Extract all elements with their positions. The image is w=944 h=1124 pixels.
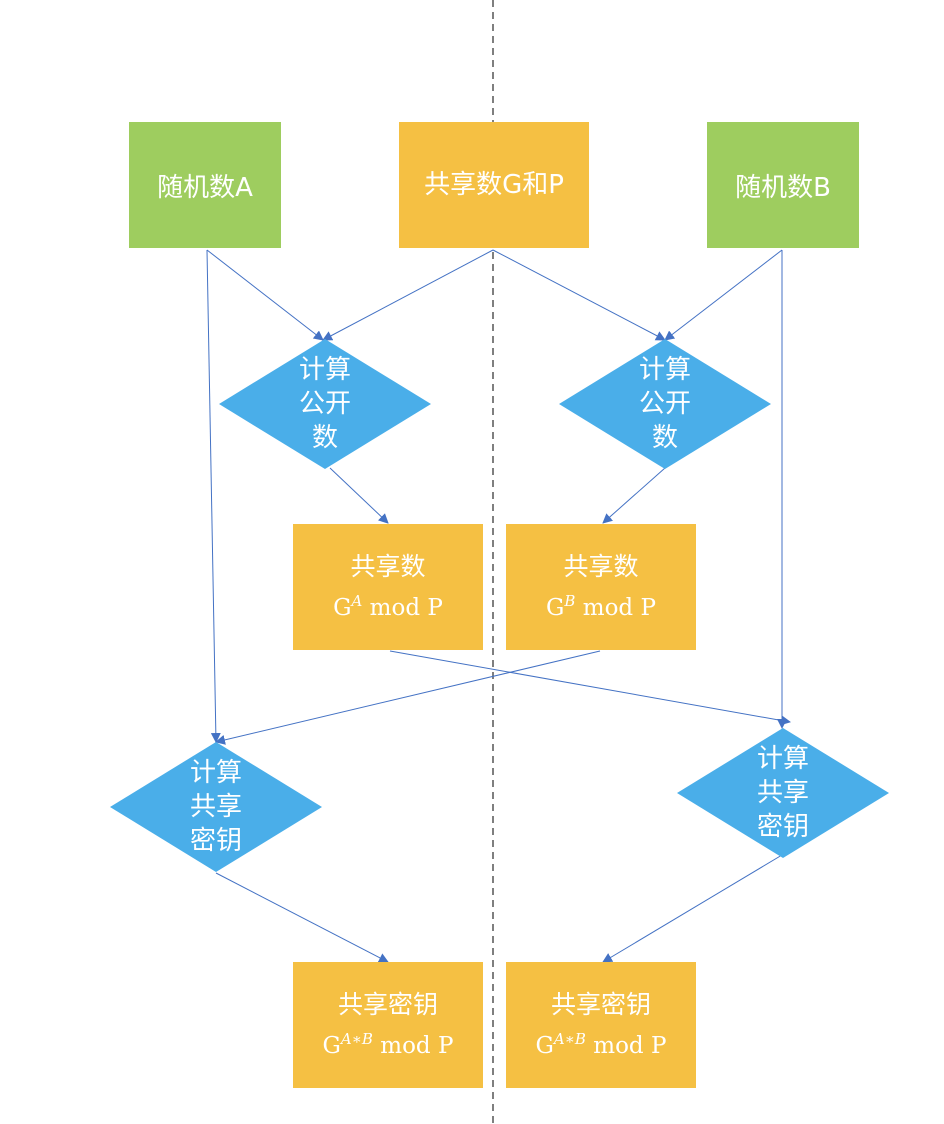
shared-number-a-formula: GA mod P [333, 591, 443, 621]
shared-key-right-box: 共享密钥 GA∗B mod P [506, 962, 696, 1088]
compute-public-right-line-2: 公开 [638, 389, 691, 419]
arrow-gp-to-public-left [322, 249, 494, 341]
shared-number-a-box: 共享数 GA mod P [293, 524, 483, 650]
random-number-b-box: 随机数B [707, 122, 859, 248]
shared-key-right-title: 共享密钥 [550, 989, 651, 1019]
compute-public-left-diamond: 计算 公开 数 [219, 339, 431, 469]
shared-key-right-formula: GA∗B mod P [535, 1029, 667, 1059]
compute-public-right-diamond: 计算 公开 数 [559, 339, 771, 469]
compute-public-left-line-2: 公开 [298, 389, 351, 419]
shared-key-left-box: 共享密钥 GA∗B mod P [293, 962, 483, 1088]
shared-key-left-title: 共享密钥 [337, 989, 438, 1019]
random-number-b-label: 随机数B [735, 172, 831, 203]
compute-key-right-line-3: 密钥 [756, 812, 809, 842]
compute-key-right-line-1: 计算 [756, 744, 809, 774]
compute-key-left-diamond: 计算 共享 密钥 [110, 742, 322, 872]
arrow-public-right-to-shared-b [602, 467, 666, 524]
arrow-key-right-to-final-right [602, 854, 783, 963]
shared-number-b-formula: GB mod P [546, 591, 656, 621]
shared-g-p-label: 共享数G和P [424, 170, 564, 200]
shared-number-a-title: 共享数 [350, 551, 426, 581]
arrow-random-a-to-key-left [206, 249, 221, 743]
shared-number-b-title: 共享数 [563, 551, 639, 581]
arrow-random-b-to-public-right [664, 249, 783, 341]
arrow-random-a-to-public-left [206, 249, 324, 341]
random-number-a-box: 随机数A [129, 122, 281, 248]
arrow-key-left-to-final-left [215, 872, 389, 963]
compute-key-right-line-2: 共享 [756, 778, 809, 808]
compute-key-left-line-1: 计算 [189, 758, 242, 788]
shared-key-left-formula: GA∗B mod P [322, 1029, 454, 1059]
compute-public-right-line-3: 数 [651, 423, 678, 453]
compute-public-left-line-1: 计算 [298, 355, 351, 385]
arrow-gp-to-public-right [492, 249, 666, 341]
shared-g-p-box: 共享数G和P [399, 122, 589, 248]
compute-key-left-line-3: 密钥 [189, 826, 242, 856]
arrow-shared-a-to-key-right [389, 650, 791, 726]
compute-public-left-line-3: 数 [311, 423, 338, 453]
compute-public-right-line-1: 计算 [638, 355, 691, 385]
compute-key-left-line-2: 共享 [189, 792, 242, 822]
arrow-shared-b-to-key-left [215, 650, 601, 745]
arrow-public-left-to-shared-a [329, 467, 389, 524]
shared-number-b-box: 共享数 GB mod P [506, 524, 696, 650]
random-number-a-label: 随机数A [157, 172, 253, 203]
compute-key-right-diamond: 计算 共享 密钥 [677, 728, 889, 858]
